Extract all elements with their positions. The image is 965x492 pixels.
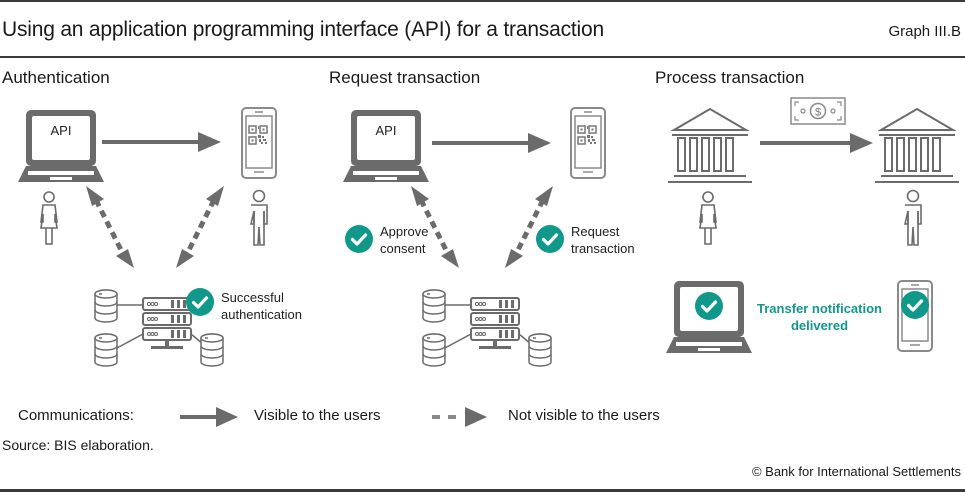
check-icon (184, 286, 216, 318)
legend-label: Communications: (18, 407, 134, 424)
graph-title: Using an application programming interfa… (2, 18, 604, 41)
check-label-approve-consent: Approve consent (380, 223, 428, 257)
legend-solid-label: Visible to the users (254, 407, 381, 424)
phone-notification-icon (897, 280, 933, 352)
woman-icon (699, 191, 717, 245)
label-line: Approve (380, 224, 429, 239)
laptop-notification-icon (666, 281, 752, 353)
solid-arrow (760, 133, 873, 153)
dashed-double-arrow (176, 186, 224, 268)
title-rule (0, 56, 965, 58)
laptop-icon (18, 110, 104, 182)
source-note: Source: BIS elaboration. (2, 437, 154, 453)
check-label-successful-authentication: Successful authentication (221, 289, 302, 323)
laptop-api-label: API (51, 123, 72, 138)
section-title-process: Process transaction (655, 68, 805, 87)
section-title-request: Request transaction (329, 68, 481, 87)
label-line: authentication (221, 307, 302, 322)
label-line: transaction (571, 241, 635, 256)
server-database-icon (423, 290, 551, 366)
legend-solid-arrow (180, 407, 238, 427)
money-symbol: $ (815, 107, 821, 119)
check-label-request-transaction: Request transaction (571, 223, 635, 257)
laptop-api-label: API (376, 123, 397, 138)
check-icon (534, 223, 566, 255)
banknote-icon: $ (790, 97, 846, 125)
label-line: Successful (221, 290, 284, 305)
check-icon (343, 223, 375, 255)
solid-arrow (432, 133, 551, 153)
copyright-note: © Bank for International Settlements (751, 464, 961, 479)
man-icon (904, 189, 922, 246)
label-line: delivered (790, 318, 849, 333)
dashed-double-arrow (505, 186, 553, 268)
laptop-icon (343, 110, 429, 182)
transfer-notification-label: Transfer notification delivered (752, 300, 887, 334)
dashed-double-arrow (86, 186, 134, 268)
legend-dashed-label: Not visible to the users (508, 407, 660, 424)
section-title-authentication: Authentication (2, 68, 110, 87)
graph-id: Graph III.B (888, 23, 961, 40)
phone-qr-icon (570, 107, 606, 179)
legend-dashed-arrow (432, 407, 487, 427)
woman-icon (40, 191, 58, 245)
label-line: Transfer notification (757, 301, 882, 316)
solid-arrow (102, 132, 221, 152)
label-line: Request (571, 224, 620, 239)
dashed-double-arrow (411, 186, 459, 268)
man-icon (250, 189, 268, 246)
phone-qr-icon (241, 107, 277, 179)
top-rule (0, 0, 965, 2)
bank-icon (667, 108, 753, 183)
bottom-rule (0, 489, 965, 492)
label-line: consent (380, 241, 426, 256)
bank-icon (874, 108, 960, 183)
